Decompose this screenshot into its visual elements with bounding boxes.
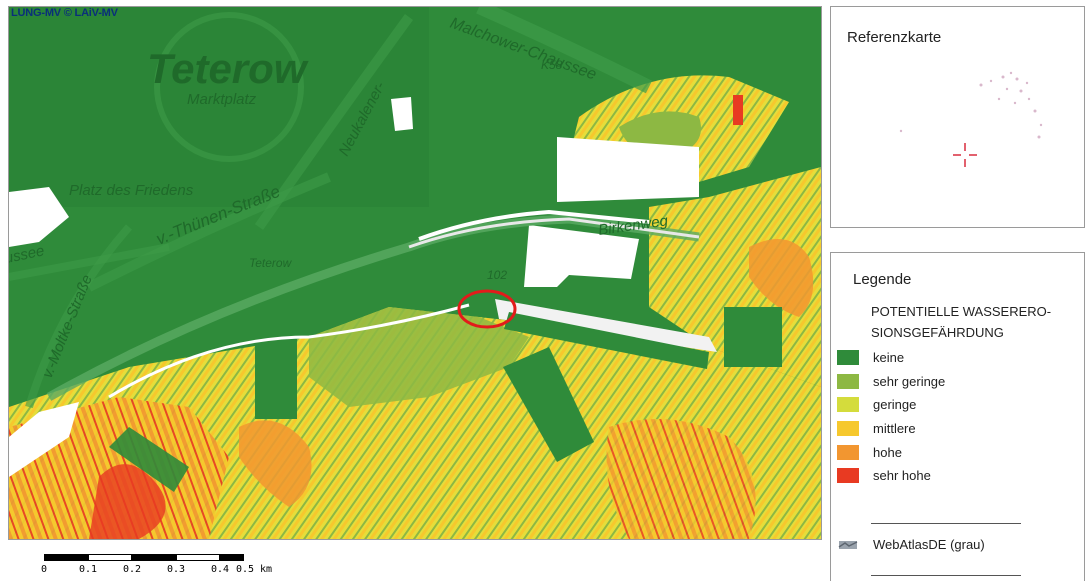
white-area-center <box>524 225 639 287</box>
area-east-hot <box>749 239 814 317</box>
road-railway-line <box>408 217 700 249</box>
white-area-west <box>9 187 69 247</box>
legend-title: Legende <box>853 271 912 288</box>
legend-layer-title-line: SIONSGEFÄHRDUNG <box>871 325 1004 340</box>
legend-swatch <box>837 468 859 484</box>
scale-segment <box>44 554 88 561</box>
scale-segment <box>176 554 220 561</box>
legend-label: sehr geringe <box>873 373 946 389</box>
scale-label: 0.4 <box>210 564 230 575</box>
legend-swatch <box>837 421 859 437</box>
reference-map-title: Referenzkarte <box>847 29 942 46</box>
field-keine-strip <box>255 327 297 419</box>
road-malchower <box>476 7 653 94</box>
map-label-road-k: K58 <box>541 58 563 72</box>
reference-map-outline <box>899 71 1043 139</box>
white-area-southwest <box>9 402 79 477</box>
area-mittlere-southeast <box>606 419 756 539</box>
legend-swatch <box>837 397 859 413</box>
scale-label: 0.3 <box>166 564 186 575</box>
erosion-map[interactable]: Teterow Marktplatz Platz des Friedens v.… <box>9 7 821 539</box>
legend-label: mittlere <box>873 421 916 437</box>
legend-item-basemap: WebAtlasDE (grau) <box>837 537 985 552</box>
map-label-station: Teterow <box>249 256 293 270</box>
road-chaussee <box>9 243 170 281</box>
legend-label: sehr hohe <box>873 468 931 484</box>
road-south-white <box>108 303 470 399</box>
legend-swatch <box>837 373 859 389</box>
field-keine-east <box>724 307 782 367</box>
scale-segment <box>132 554 176 561</box>
area-hohe-southwest <box>89 464 166 539</box>
legend-panel: Legende POTENTIELLE WASSERERO- SIONSGEFÄ… <box>830 252 1085 581</box>
scale-segment <box>220 554 244 561</box>
scale-segment <box>88 554 132 561</box>
map-view[interactable]: Teterow Marktplatz Platz des Friedens v.… <box>8 6 822 540</box>
legend-divider <box>871 575 1021 576</box>
scale-label: 0.2 <box>122 564 142 575</box>
white-area-north <box>391 97 413 131</box>
reference-map[interactable] <box>831 7 1084 227</box>
legend-items: keine sehr geringe geringe mittlere hohe… <box>837 346 945 488</box>
legend-label: keine <box>873 350 905 366</box>
scale-bar: 0 0.1 0.2 0.3 0.4 0.5 km <box>40 554 272 580</box>
field-keine-south <box>503 347 594 462</box>
map-label-city: Teterow <box>147 45 309 92</box>
area-sehr-geringe-south <box>309 307 529 407</box>
legend-label: geringe <box>873 397 917 413</box>
legend-layer-title-line: POTENTIELLE WASSERERO- <box>871 304 1052 319</box>
scale-label: 0 <box>40 564 48 575</box>
legend-layer-title: POTENTIELLE WASSERERO- SIONSGEFÄHRDUNG <box>871 301 1086 343</box>
copyright-label: LUNG-MV © LAiV-MV <box>11 7 118 19</box>
white-area-track <box>495 299 717 352</box>
town-ring <box>154 12 304 162</box>
map-label-market: Marktplatz <box>187 91 257 108</box>
field-keine-track <box>504 312 709 369</box>
legend-item: sehr hohe <box>837 464 945 488</box>
legend-label: hohe <box>873 444 902 460</box>
legend-item: geringe <box>837 393 945 417</box>
legend-label-basemap: WebAtlasDE (grau) <box>873 537 985 552</box>
scale-label: 0.1 <box>78 564 98 575</box>
scale-label: 0.5 km <box>235 564 273 575</box>
road-neukalener <box>254 14 414 230</box>
legend-item: keine <box>837 346 945 370</box>
legend-item: mittlere <box>837 417 945 441</box>
legend-item: sehr geringe <box>837 370 945 394</box>
white-area-northeast <box>557 137 699 202</box>
reference-crosshair-icon <box>953 143 977 167</box>
reference-map-panel[interactable]: Referenzkarte <box>830 6 1085 228</box>
field-sehr-geringe-west <box>109 427 189 492</box>
area-hohe-south <box>239 420 312 507</box>
area-keine-dark <box>9 7 429 207</box>
basemap-icon <box>838 540 858 549</box>
road-thunen <box>86 172 331 292</box>
legend-swatch <box>837 444 859 460</box>
map-label-square: Platz des Friedens <box>69 182 194 199</box>
map-label-road-102: 102 <box>487 268 507 282</box>
highlight-circle[interactable] <box>457 289 517 329</box>
area-red-strip <box>733 95 743 125</box>
road-birken-white <box>418 209 650 241</box>
legend-divider <box>871 523 1021 524</box>
legend-swatch <box>837 350 859 366</box>
road-moltke <box>25 224 133 409</box>
legend-item: hohe <box>837 440 945 464</box>
